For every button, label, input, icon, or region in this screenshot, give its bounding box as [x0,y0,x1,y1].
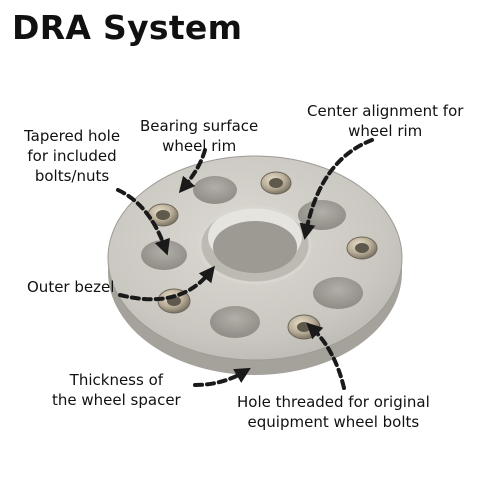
bearing-surface-label: Bearing surface wheel rim [140,117,259,155]
thickness-label: Thickness of the wheel spacer [52,371,181,409]
bolt-insert [346,236,378,260]
outer-bezel-label: Outer bezel [27,278,115,296]
tapered-hole [298,200,346,230]
threaded-hole-label: Hole threaded for original equipment whe… [237,393,430,431]
threaded-hole-arrow [306,322,346,390]
center-alignment-arrow [299,138,374,240]
bolt-insert [287,314,321,340]
thickness-arrow [193,367,251,387]
tapered-holes [141,176,363,338]
tapered-hole [313,277,363,309]
center-bore [198,205,312,285]
bolt-insert [147,203,179,227]
tapered-hole-arrow [116,188,170,256]
page-title: DRA System [12,8,243,47]
bearing-surface-arrow [178,148,207,194]
tapered-hole-label: Tapered hole for included bolts/nuts [24,127,121,185]
outer-bezel-arrow [118,265,215,302]
center-alignment-label: Center alignment for wheel rim [307,102,464,140]
bolt-insert [260,171,292,195]
tapered-hole [210,306,260,338]
tapered-hole [193,176,237,204]
